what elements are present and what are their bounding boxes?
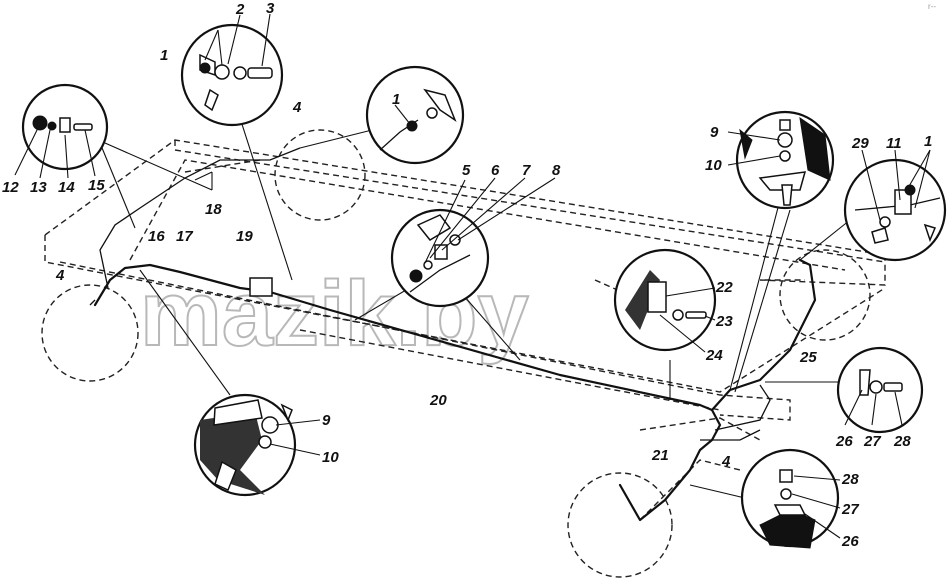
callout-7: 7 [522,162,531,179]
detail-inset-1-2-3 [180,13,284,127]
callout-13: 13 [30,179,47,196]
rear-left-wheel [567,472,673,578]
callout-17: 17 [176,228,193,245]
detail-inset-22-24 [613,248,717,353]
front-left-wheel [41,284,139,382]
callout-24: 24 [705,347,723,364]
callout-26: 26 [835,433,853,450]
detail-inset-9-10-upper [727,110,835,210]
callout-14: 14 [58,179,75,196]
callout-3: 3 [266,0,275,17]
callout-1: 1 [392,91,400,108]
callout-26: 26 [841,533,859,550]
corner-mark: r-- [928,2,936,11]
callout-12: 12 [2,179,19,196]
callout-6: 6 [491,162,500,179]
detail-inset-11-29-1 [843,149,947,262]
callout-4: 4 [721,453,731,470]
callout-10: 10 [322,449,339,466]
detail-inset-12-15 [14,83,109,179]
callout-28: 28 [893,433,911,450]
callout-19: 19 [236,228,253,245]
callout-18: 18 [205,201,222,218]
callout-27: 27 [863,433,881,450]
detail-inset-pipe-end [365,65,465,165]
callout-28: 28 [841,471,859,488]
rear-right-wheel [779,249,871,341]
callout-9: 9 [710,124,719,141]
front-right-wheel [274,129,366,221]
brake-pipes [89,147,817,522]
callout-10: 10 [705,157,722,174]
callout-15: 15 [88,177,105,194]
callout-20: 20 [429,392,447,409]
callout-1: 1 [924,133,932,150]
callout-2: 2 [235,1,245,18]
detail-inset-5-8 [390,177,556,308]
chassis-frame [44,139,886,521]
callout-1: 1 [160,47,168,64]
callout-11: 11 [886,135,902,152]
leader-lines [99,117,851,499]
callout-4: 4 [55,267,65,284]
callout-22: 22 [715,279,733,296]
callout-labels: 1 2 3 4 1 12 13 14 15 18 16 17 19 4 5 6 … [2,0,932,550]
callout-16: 16 [148,228,165,245]
callout-25: 25 [799,349,817,366]
tee-fitting [249,277,273,297]
callout-27: 27 [841,501,859,518]
callout-29: 29 [851,135,869,152]
callout-5: 5 [462,162,471,179]
callout-8: 8 [552,162,561,179]
detail-inset-9-10-lower [193,393,321,497]
detail-inset-26-28-upper [836,346,924,434]
callout-4: 4 [292,99,302,116]
callout-9: 9 [322,412,331,429]
callout-23: 23 [715,313,733,330]
wheels [41,129,871,578]
detail-inset-26-28-lower [740,448,841,549]
callout-21: 21 [651,447,669,464]
